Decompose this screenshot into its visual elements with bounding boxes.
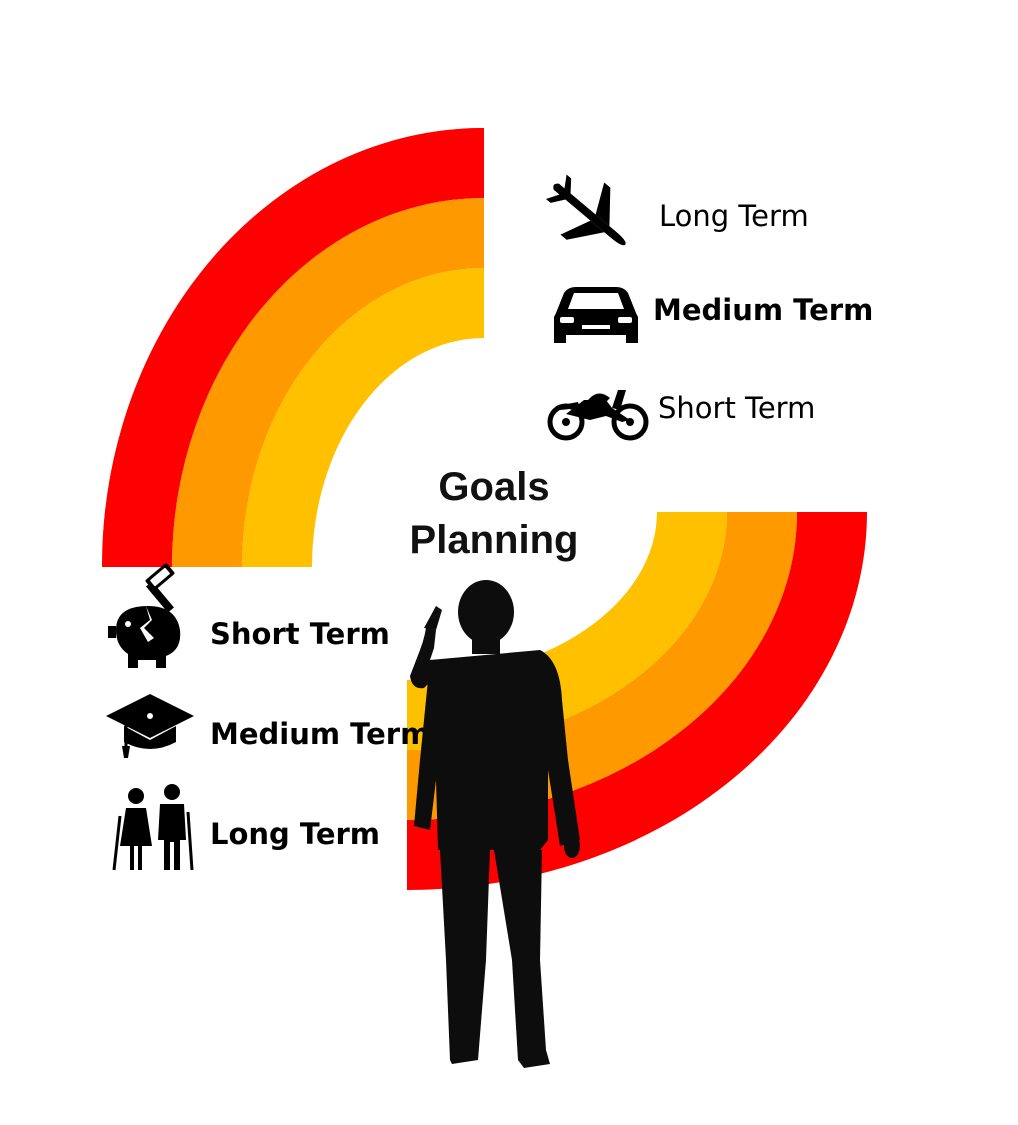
right-goal-long-term-label: Long Term (659, 199, 809, 233)
graduation-cap-icon (106, 694, 194, 758)
center-title-line2: Planning (410, 518, 579, 562)
piggy-bank-icon (108, 563, 181, 668)
center-title-line1: Goals (438, 465, 549, 509)
businessman-figure (410, 580, 580, 1068)
left-goal-medium-term: Medium Term (106, 694, 430, 758)
car-icon (554, 287, 638, 343)
right-goal-medium-term-label: Medium Term (653, 293, 873, 327)
upper-left-outer-ring (102, 128, 484, 567)
upper-left-arc (102, 128, 484, 567)
motorcycle-icon (547, 390, 649, 441)
left-goal-short-term-label: Short Term (210, 617, 390, 651)
upper-left-inner-ring (242, 268, 484, 567)
right-goal-short-term: Short Term (547, 390, 815, 441)
left-goal-long-term-label: Long Term (210, 817, 380, 851)
right-goal-short-term-label: Short Term (658, 391, 815, 425)
right-goal-medium-term: Medium Term (554, 287, 873, 343)
right-goal-long-term: Long Term (546, 174, 809, 246)
left-goal-long-term: Long Term (112, 784, 380, 871)
left-goal-medium-term-label: Medium Term (210, 717, 430, 751)
left-goal-short-term: Short Term (108, 563, 390, 668)
upper-left-middle-ring (172, 198, 484, 567)
elderly-couple-icon (112, 784, 194, 871)
airplane-icon (546, 174, 626, 246)
